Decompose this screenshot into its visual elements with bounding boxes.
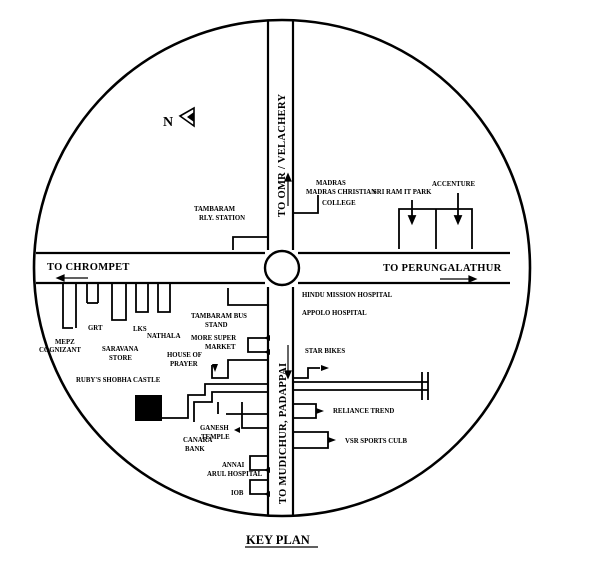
north-marker: N bbox=[163, 115, 173, 130]
label-vsr: VSR SPORTS CULB bbox=[345, 438, 408, 445]
label-house-2: PRAYER bbox=[170, 361, 198, 368]
nw-connectors bbox=[232, 236, 268, 250]
label-annai-2: ARUL HOSPITAL bbox=[207, 471, 263, 478]
label-canara-1: CANARA bbox=[183, 437, 213, 444]
sw-arrows bbox=[212, 335, 270, 497]
label-hindu-mission: HINDU MISSION HOSPITAL bbox=[302, 292, 393, 299]
label-tambaram-rly-2: RLY. STATION bbox=[199, 215, 245, 222]
map-boundary-circle bbox=[32, 18, 532, 518]
label-annai-1: ANNAI bbox=[222, 462, 245, 469]
se-arrows bbox=[316, 365, 336, 443]
label-college: COLLEGE bbox=[322, 200, 356, 207]
label-bus-stand-2: STAND bbox=[205, 322, 228, 329]
label-ganesh-2: TEMPLE bbox=[201, 434, 230, 441]
ne-connectors bbox=[293, 193, 473, 249]
map-title: KEY PLAN bbox=[246, 533, 310, 547]
label-more-1: MORE SUPER bbox=[191, 335, 236, 342]
road-label-south: TO MUDICHUR, PADAPPAI bbox=[278, 363, 289, 504]
label-house-1: HOUSE OF bbox=[167, 352, 202, 359]
label-accenture: ACCENTURE bbox=[432, 181, 476, 188]
label-reliance: RELIANCE TREND bbox=[333, 408, 394, 415]
label-madras: MADRAS bbox=[316, 180, 346, 187]
label-rubys: RUBY'S SHOBHA CASTLE bbox=[76, 377, 161, 384]
label-grt: GRT bbox=[88, 325, 103, 332]
direction-arrows bbox=[55, 172, 478, 380]
label-ganesh-1: GANESH bbox=[200, 425, 229, 432]
label-canara-2: BANK bbox=[185, 446, 205, 453]
label-iob: IOB bbox=[231, 490, 244, 497]
label-sriram: SRI RAM IT PARK bbox=[373, 189, 432, 196]
road-label-north: TO OMR / VELACHERY bbox=[277, 94, 288, 217]
sw-connectors bbox=[62, 283, 268, 495]
label-apollo: APPOLO HOSPITAL bbox=[302, 310, 367, 317]
label-nathala: NATHALA bbox=[147, 333, 181, 340]
north-arrow-icon bbox=[178, 106, 195, 128]
label-saravana-2: STORE bbox=[109, 355, 132, 362]
label-mepz-2: COGNIZANT bbox=[39, 347, 81, 354]
label-bus-stand-1: TAMBARAM BUS bbox=[191, 313, 247, 320]
label-tambaram-rly-1: TAMBARAM bbox=[194, 206, 236, 213]
label-mcc: MADRAS CHRISTIAN bbox=[306, 189, 376, 196]
road-label-east: TO PERUNGALATHUR bbox=[383, 263, 502, 274]
label-star-bikes: STAR BIKES bbox=[305, 348, 345, 355]
rubys-shobha-castle-marker bbox=[135, 395, 162, 421]
roundabout bbox=[263, 249, 301, 287]
road-label-west: TO CHROMPET bbox=[47, 262, 130, 273]
label-saravana-1: SARAVANA bbox=[102, 346, 138, 353]
label-mepz-1: MEPZ bbox=[55, 339, 75, 346]
label-lks: LKS bbox=[133, 326, 147, 333]
roads bbox=[36, 20, 510, 515]
label-more-2: MARKET bbox=[205, 344, 236, 351]
